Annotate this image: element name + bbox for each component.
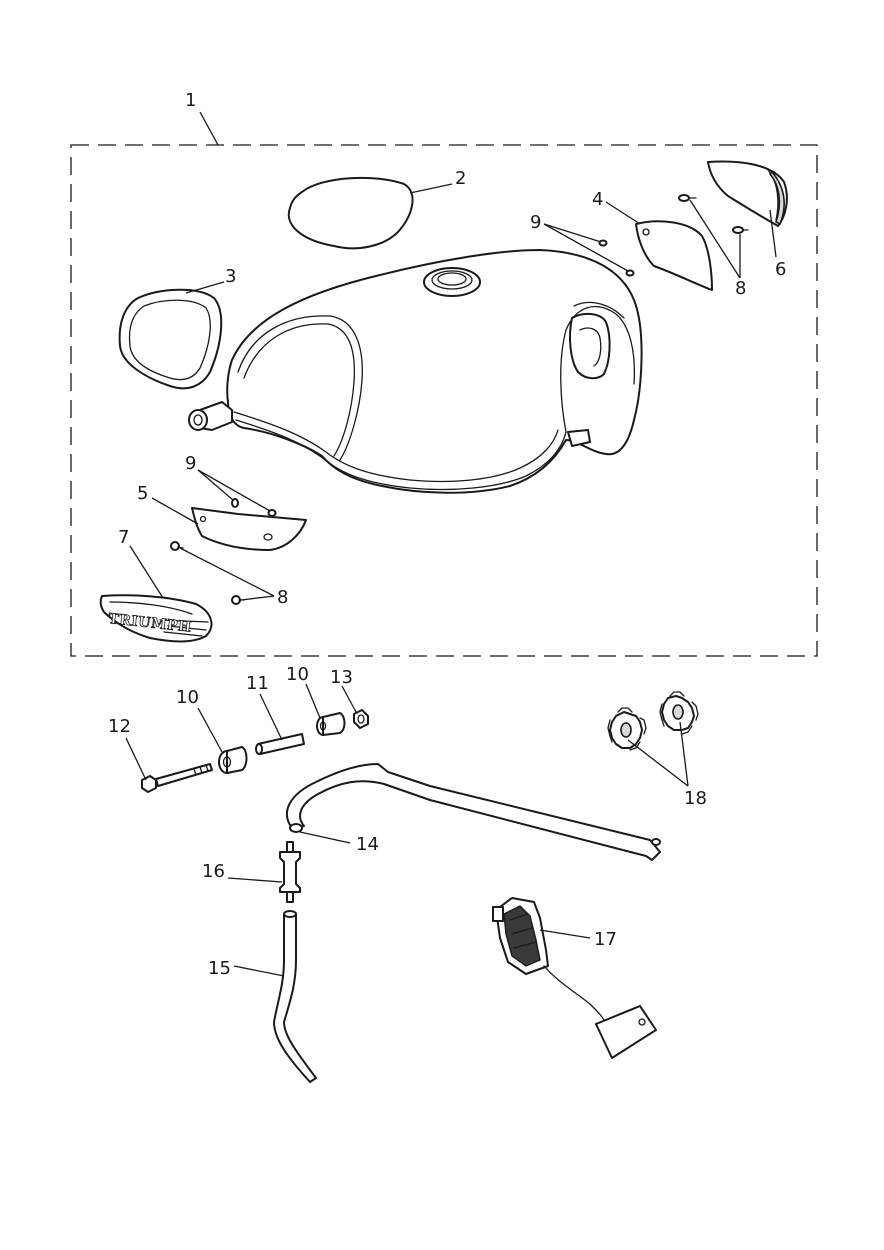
callout-18: 18 <box>684 788 707 809</box>
callout-1: 1 <box>185 90 196 111</box>
callout-labels: 1 2 3 4 5 6 7 8 8 9 9 10 10 11 12 13 14 … <box>108 90 786 979</box>
part-6-tank-badge-rear[interactable] <box>707 160 788 227</box>
part-8-screw-lower-a[interactable] <box>170 541 184 551</box>
part-3-knee-pad-side[interactable] <box>118 288 223 390</box>
callout-16: 16 <box>202 861 225 882</box>
part-9-grommet-lower-b[interactable] <box>267 509 277 517</box>
callout-8-lower: 8 <box>277 587 288 608</box>
callout-5: 5 <box>137 483 148 504</box>
kit-boundary-box <box>70 144 818 657</box>
part-13-nut[interactable] <box>353 709 369 729</box>
part-7-triumph-tank-badge[interactable]: TRIUMPH <box>99 594 213 643</box>
callout-14: 14 <box>356 834 379 855</box>
callout-10-right: 10 <box>286 664 309 685</box>
callout-12: 12 <box>108 716 131 737</box>
callout-9-lower: 9 <box>185 453 196 474</box>
callout-17: 17 <box>594 929 617 950</box>
part-12-mounting-bolt[interactable] <box>141 763 213 793</box>
part-2-knee-pad-upper[interactable] <box>287 176 414 250</box>
part-4-badge-backing-plate[interactable] <box>635 220 713 291</box>
part-10-rubber-mount-right[interactable] <box>316 712 346 736</box>
part-10-rubber-mount-left[interactable] <box>218 746 248 774</box>
fuel-tank[interactable] <box>188 249 643 494</box>
part-18-gear-right[interactable] <box>659 691 699 735</box>
callout-15: 15 <box>208 958 231 979</box>
callout-9-upper: 9 <box>530 212 541 233</box>
part-9-grommet-upper-b[interactable] <box>625 269 635 277</box>
part-8-screw-upper-a[interactable] <box>678 194 697 202</box>
callout-4: 4 <box>592 189 603 210</box>
part-18-gear-left[interactable] <box>607 707 647 751</box>
callout-10-left: 10 <box>176 687 199 708</box>
part-17-fuel-level-sensor[interactable] <box>492 897 657 1059</box>
leader-lines <box>125 111 777 977</box>
part-14-breather-hose[interactable] <box>286 763 661 861</box>
callout-3: 3 <box>225 266 236 287</box>
callout-8-upper: 8 <box>735 278 746 299</box>
part-15-fuel-hose[interactable] <box>273 910 317 1083</box>
part-8-screw-upper-b[interactable] <box>732 226 749 234</box>
part-16-inline-fuel-filter[interactable] <box>279 841 301 903</box>
part-9-grommet-lower-a[interactable] <box>231 498 239 508</box>
callout-7: 7 <box>118 527 129 548</box>
callout-13: 13 <box>330 667 353 688</box>
callout-6: 6 <box>775 259 786 280</box>
part-5-badge-backing-plate-front[interactable] <box>191 507 307 551</box>
callout-11: 11 <box>246 673 269 694</box>
part-11-spacer-tube[interactable] <box>255 733 305 755</box>
callout-2: 2 <box>455 168 466 189</box>
part-9-grommet-upper-a[interactable] <box>598 239 608 247</box>
